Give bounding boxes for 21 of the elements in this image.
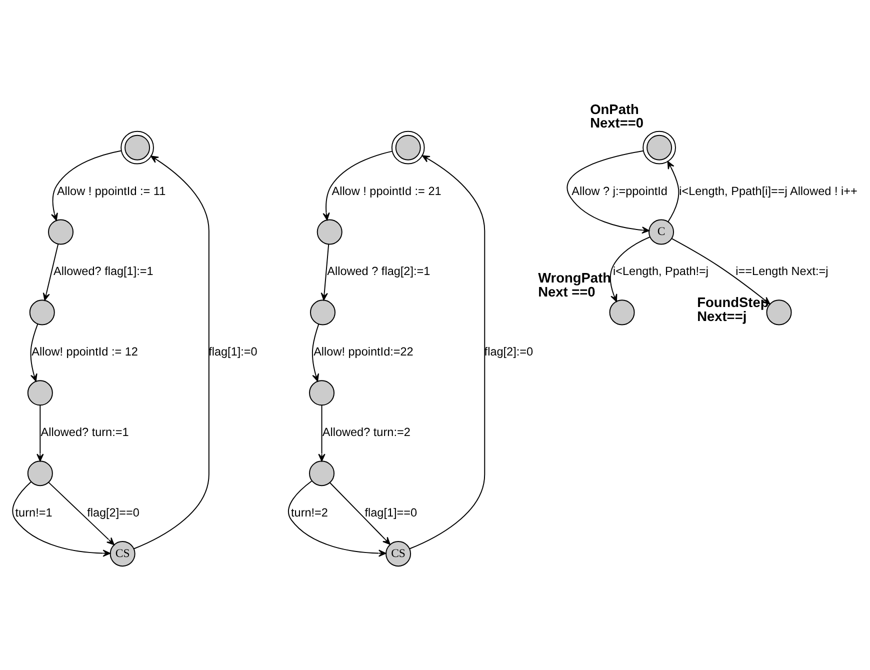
edge-label: Allowed? turn:=2: [322, 426, 410, 440]
edge-label: Allow! ppointId:=22: [314, 346, 414, 359]
node-label: FoundStep: [697, 295, 769, 310]
edge-label: flag[2]==0: [87, 506, 140, 520]
edge-label: flag[1]==0: [364, 506, 418, 520]
edge-label: i<Length, Ppath[i]==j Allowed ! i++: [679, 184, 858, 198]
node-label: Next==0: [590, 116, 644, 131]
edge-label: Allowed? flag[1]:=1: [54, 265, 154, 278]
edge-label: i==Length Next:=j: [736, 265, 828, 278]
edge-label: Allow! ppointId := 12: [32, 346, 138, 359]
edge-label: turn!=2: [291, 506, 328, 520]
edge-label: Allow ? j:=ppointId: [572, 184, 668, 198]
edge-label: i<Length, Ppath!=j: [613, 265, 709, 278]
edge-label: Allowed? turn:=1: [40, 426, 129, 440]
edge-label: Allowed ? flag[2]:=1: [327, 265, 430, 278]
node-label: Next==j: [697, 308, 747, 324]
node-label: OnPath: [590, 102, 639, 117]
edge-label: Allow ! ppointId := 11: [56, 184, 166, 198]
edge-label: turn!=1: [15, 506, 52, 520]
edge-label: Allow ! ppointId := 21: [332, 184, 442, 198]
node-label: Next ==0: [538, 284, 596, 300]
